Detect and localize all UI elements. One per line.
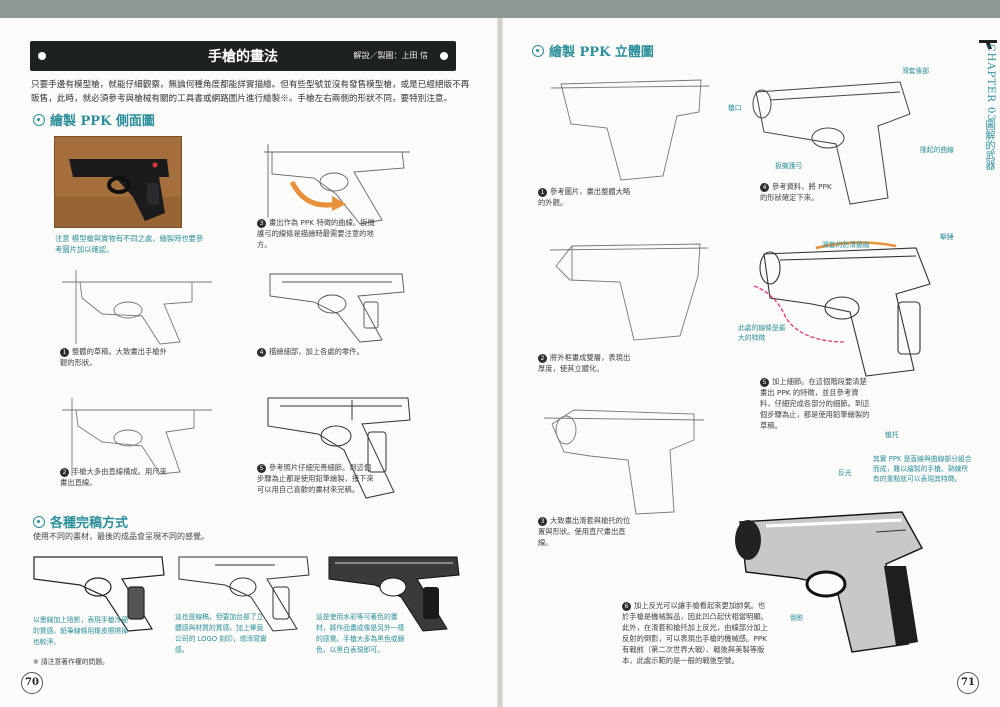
sketch-step2: [62, 398, 212, 476]
finishes-description: 使用不同的畫材，最後的成品會呈現不同的感覺。: [33, 532, 209, 541]
step-number-2: 2: [60, 468, 69, 477]
page-title: 手槍的畫法: [208, 49, 278, 65]
step-number-1: 1: [538, 188, 547, 197]
finish-line-sketch: [178, 556, 310, 632]
step-number-4: 4: [760, 183, 769, 192]
page-number-left: 70: [21, 672, 43, 694]
right-page: [503, 18, 1000, 707]
step-number-3: 3: [538, 517, 547, 526]
sketch-step5: [267, 397, 411, 499]
label-reflection-note: 其實 PPK 是直線與曲線部分組合而成，難以繪製的手槍。熟練所有的重點就可以表現…: [873, 455, 972, 483]
label-muzzle: 槍口: [728, 104, 742, 112]
top-band: [0, 0, 1000, 18]
sketch-3d-step4: [752, 81, 911, 205]
finish-ink-caption: 以墨線加上陰影，表現手槍冷硬的質感。鉛筆線條用橡皮擦擦掉也較淨。: [33, 616, 129, 646]
sketch-step1: [62, 270, 212, 345]
model-gun-photo: [54, 136, 182, 228]
label-curve-note: 此處的線條是最大的特徵: [738, 324, 786, 342]
label-serration: 滑套的防滑鋸齒: [822, 241, 870, 249]
title-bar: 手槍的畫法 解說／製圖：上田 信: [30, 41, 456, 71]
credit-text: 解說／製圖：上田 信: [353, 51, 428, 60]
sketch-3d-final: [735, 511, 923, 653]
bullet-icon: [440, 52, 448, 60]
pistol-icon: [979, 40, 997, 49]
photo-note: 注意 模型槍與實物有不同之處，繪製時也要參考圖片加以確認。: [55, 234, 204, 254]
intro-paragraph: 只要手邊有模型槍，就能仔細觀察，無論何種角度都能詳實描繪。但有些型號並沒有發售模…: [31, 80, 470, 104]
step-number-6: 6: [622, 602, 631, 611]
step-number-3: 3: [257, 219, 266, 228]
target-icon: [33, 516, 45, 528]
step-number-2: 2: [538, 354, 547, 363]
label-mark: 擊錘: [940, 233, 954, 241]
sketch-step4: [269, 273, 405, 343]
target-icon: [33, 114, 45, 126]
chapter-label: CHAPTER 03: [985, 44, 996, 122]
page-number-right: 71: [957, 672, 979, 694]
finish-watercolor-sketch: [328, 556, 460, 632]
sketch-3d-step3: [544, 409, 704, 515]
finish-line-caption: 這也是線稿，但要加台部了立體感與材質的質感。加上畢竟公司的 LOGO 刻印，增添…: [175, 613, 267, 654]
sketch-step3: [264, 144, 410, 225]
sketch-3d-step1: [551, 79, 710, 181]
bullet-icon: [38, 52, 46, 60]
label-shadow: 倒影: [790, 614, 804, 622]
finish-ink-sketch: [33, 556, 165, 632]
section-heading-side-view: 繪製 PPK 側面圖: [33, 110, 155, 129]
target-icon: [532, 45, 544, 57]
label-grip: 槍托: [885, 431, 899, 439]
step-number-1: 1: [60, 348, 69, 357]
chapter-title: 圖解的武器: [983, 120, 994, 170]
step-number-5: 5: [760, 378, 769, 387]
label-curve-bulge: 隆起的曲線: [920, 146, 954, 154]
footnote: ※ 請注意著作權的問題。: [33, 658, 109, 666]
step-number-4: 4: [257, 348, 266, 357]
label-trigger-guard: 扳機護弓: [775, 162, 803, 170]
pistol-photo-graphic: [55, 137, 181, 227]
sketch-3d-step5: [753, 241, 931, 377]
step-number-5: 5: [257, 464, 266, 473]
sketch-3d-step2: [550, 243, 709, 341]
label-reflection: 反光: [838, 469, 852, 477]
finish-watercolor-caption: 這是使用水彩等可著色的畫材，將作品畫成像是另外一樣的感覺。手槍大多為黑色或銀色，…: [316, 613, 405, 654]
section-heading-3d: 繪製 PPK 立體圖: [532, 41, 654, 60]
section-heading-finishes: 各種完稿方式: [33, 512, 128, 531]
book-gutter: [497, 18, 503, 707]
label-slide-rear: 滑套後部: [902, 67, 930, 75]
